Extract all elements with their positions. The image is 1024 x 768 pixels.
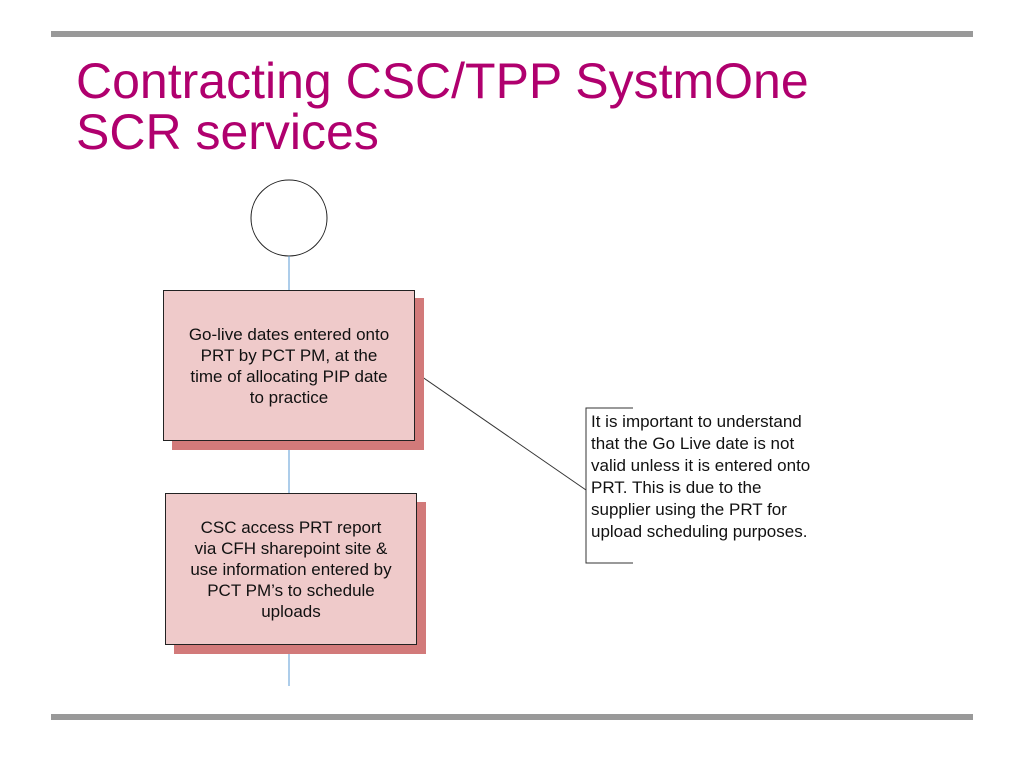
annotation-line: It is important to understand [591, 412, 802, 431]
start-node [250, 179, 328, 257]
slide-title-line-1: Contracting CSC/TPP SystmOne [76, 53, 809, 109]
step-2-line: use information entered by [190, 559, 392, 579]
annotation-callout-line [414, 371, 587, 491]
step-1-line: PRT by PCT PM, at the [200, 345, 378, 365]
annotation-line: valid unless it is entered onto [591, 456, 811, 475]
annotation-line: that the Go Live date is not [591, 434, 795, 453]
step-1-line: to practice [249, 387, 329, 407]
step-1-line: time of allocating PIP date [190, 366, 388, 386]
step-2-line: via CFH sharepoint site & [194, 538, 388, 558]
slide-title-line-2: SCR services [76, 104, 379, 160]
annotation-note: It is important to understand that the G… [591, 411, 871, 543]
top-divider [51, 31, 973, 37]
step-2-line: PCT PM’s to schedule [207, 580, 375, 600]
step-2-box: CSC access PRT report via CFH sharepoint… [165, 493, 417, 645]
step-1-line: Go-live dates entered onto [188, 324, 390, 344]
step-1-box: Go-live dates entered onto PRT by PCT PM… [163, 290, 415, 441]
annotation-bracket [585, 407, 633, 564]
bottom-divider [51, 714, 973, 720]
slide-title: Contracting CSC/TPP SystmOne SCR service… [76, 56, 976, 158]
step-2-line: uploads [261, 601, 321, 621]
annotation-line: upload scheduling purposes. [591, 522, 808, 541]
annotation-line: PRT. This is due to the [591, 478, 762, 497]
annotation-line: supplier using the PRT for [591, 500, 787, 519]
step-2-line: CSC access PRT report [200, 517, 382, 537]
